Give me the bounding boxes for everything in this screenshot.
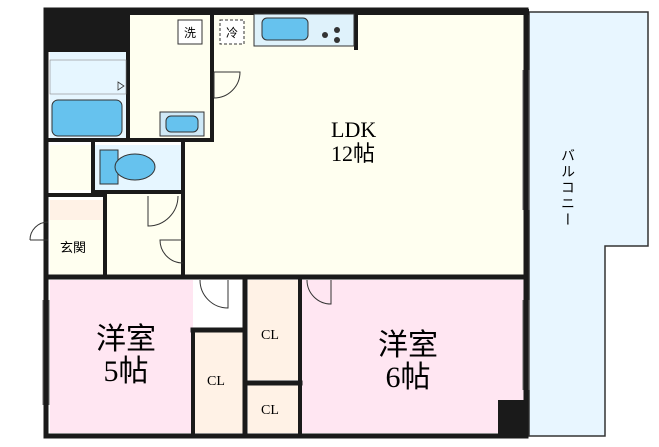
western-room-left-name: 洋室 bbox=[96, 323, 156, 356]
ldk-size: 12帖 bbox=[331, 141, 376, 167]
western-room-left-floor bbox=[50, 280, 193, 433]
closet-label-left: CL bbox=[207, 374, 225, 389]
windows bbox=[42, 70, 530, 405]
balcony-label: バルコニー bbox=[559, 148, 575, 228]
washer-icon: 洗 bbox=[183, 25, 196, 40]
balcony-area bbox=[528, 11, 649, 437]
western-room-right-name: 洋室 bbox=[378, 329, 438, 362]
closet-label-mid-bottom: CL bbox=[261, 403, 279, 418]
water-heater-box bbox=[219, 19, 245, 45]
entrance-step bbox=[50, 200, 105, 220]
walls bbox=[43, 7, 529, 439]
washer-box bbox=[177, 19, 203, 45]
closet-mid-top-floor bbox=[248, 280, 298, 380]
pillar bbox=[498, 400, 526, 436]
western-room-left-label: 洋室 5帖 bbox=[96, 324, 156, 387]
western-room-left-size: 5帖 bbox=[103, 354, 149, 388]
closet-label-mid-top: CL bbox=[261, 328, 279, 343]
ldk-name: LDK bbox=[331, 117, 377, 142]
shower-area bbox=[49, 59, 127, 95]
western-room-right-label: 洋室 6帖 bbox=[378, 330, 438, 393]
ldk-label: LDK 12帖 bbox=[331, 117, 377, 167]
stove-burners-icon bbox=[322, 27, 340, 43]
western-room-right-floor bbox=[300, 280, 524, 433]
doors bbox=[29, 71, 332, 309]
shower-head-icon bbox=[117, 81, 125, 91]
kitchen-sink bbox=[261, 17, 309, 41]
closet-left-floor bbox=[193, 332, 243, 433]
hall-floor bbox=[50, 145, 92, 190]
closet-mid-bottom-floor bbox=[248, 385, 298, 433]
corridor-floor bbox=[105, 190, 183, 275]
ldk-floor bbox=[183, 12, 526, 277]
western-room-right-size: 6帖 bbox=[385, 360, 431, 394]
toilet-icon bbox=[99, 149, 156, 185]
water-heater-icon: 冷 bbox=[225, 25, 238, 40]
bathtub bbox=[51, 99, 123, 137]
entrance-label: 玄関 bbox=[60, 241, 87, 256]
